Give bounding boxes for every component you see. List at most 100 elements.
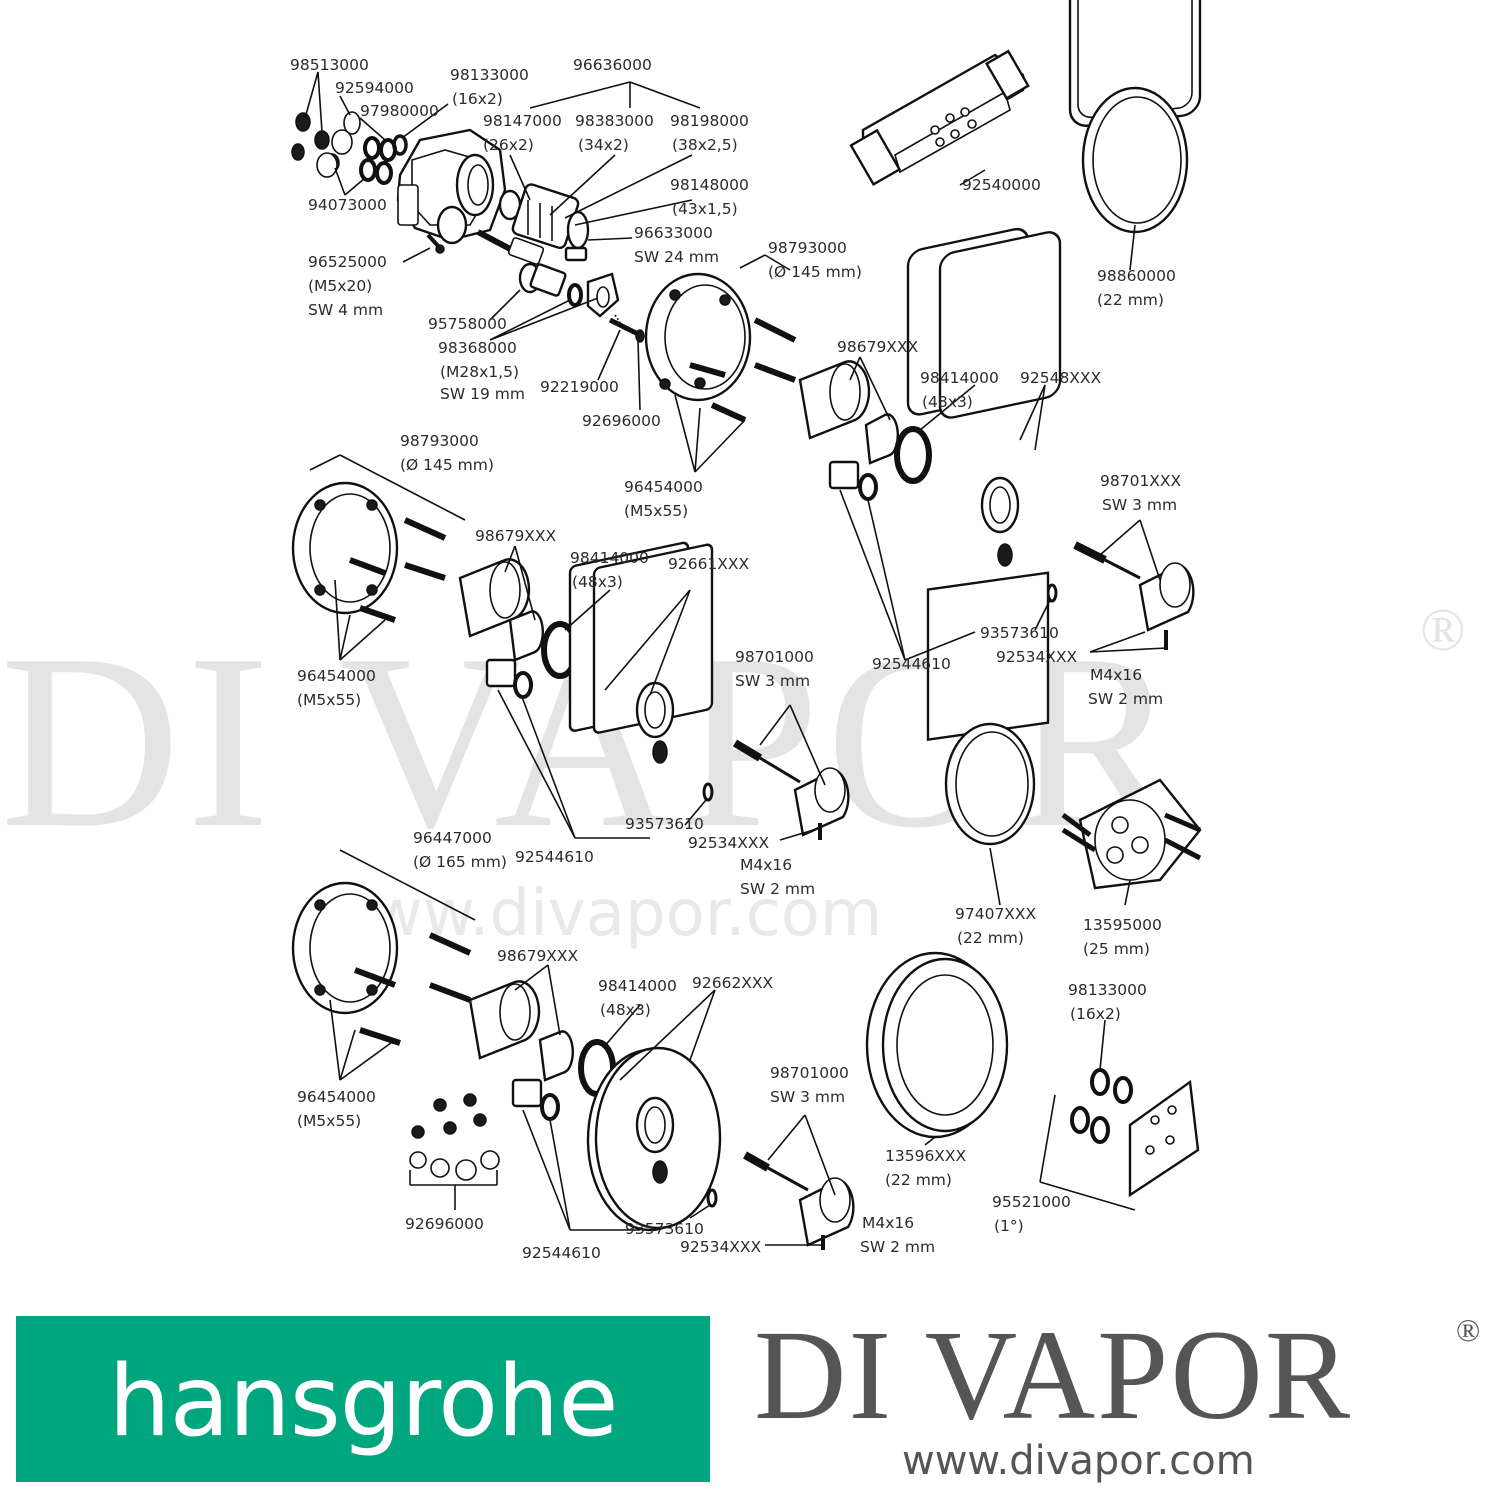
label-13595000: 13595000 bbox=[1083, 916, 1162, 934]
label-95521000-dim: (1°) bbox=[994, 1217, 1024, 1235]
label-s3-92534: 92534XXX bbox=[680, 1238, 762, 1256]
label-97407-dim: (22 mm) bbox=[957, 929, 1024, 947]
label-98133000-top-dim: (16x2) bbox=[452, 90, 503, 108]
label-96636000: 96636000 bbox=[573, 56, 652, 74]
label-s3-98414000: 98414000 bbox=[598, 977, 677, 995]
label-s1-m4x16: M4x16 bbox=[1090, 666, 1142, 684]
hansgrohe-logo-text: hansgrohe bbox=[108, 1345, 618, 1459]
label-92696000-b: 92696000 bbox=[405, 1215, 484, 1233]
round-frame-drawing bbox=[865, 951, 1009, 1139]
label-s1-96454000: 96454000 bbox=[624, 478, 703, 496]
label-98383000: 98383000 bbox=[575, 112, 654, 130]
label-s2-98793000-dim: (Ø 145 mm) bbox=[400, 456, 494, 474]
label-s2-93573610: 93573610 bbox=[625, 815, 704, 833]
label-98133000-b: 98133000 bbox=[1068, 981, 1147, 999]
brand-registered-mark: ® bbox=[1456, 1312, 1481, 1348]
label-s3-98414000-dim: (48x3) bbox=[600, 1001, 651, 1019]
label-13595000-dim: (25 mm) bbox=[1083, 940, 1150, 958]
label-s1-92534: 92534XXX bbox=[996, 648, 1078, 666]
label-13596: 13596XXX bbox=[885, 1147, 967, 1165]
label-s3-96454000-dim: (M5x55) bbox=[297, 1112, 361, 1130]
square-frame-97407-drawing bbox=[926, 571, 1050, 846]
label-s3-98679: 98679XXX bbox=[497, 947, 579, 965]
label-s1-98793000: 98793000 bbox=[768, 239, 847, 257]
label-s1-sw2: SW 2 mm bbox=[1088, 690, 1163, 708]
label-s2-98414000: 98414000 bbox=[570, 549, 649, 567]
hansgrohe-logo: hansgrohe bbox=[16, 1316, 710, 1482]
label-s2-92534: 92534XXX bbox=[688, 834, 770, 852]
label-94073000: 94073000 bbox=[308, 196, 387, 214]
label-97407: 97407XXX bbox=[955, 905, 1037, 923]
label-96633000: 96633000 bbox=[634, 224, 713, 242]
label-s2-sw2: SW 2 mm bbox=[740, 880, 815, 898]
label-s3-96454000: 96454000 bbox=[297, 1088, 376, 1106]
label-s3-92544610: 92544610 bbox=[522, 1244, 601, 1262]
label-13596-dim: (22 mm) bbox=[885, 1171, 952, 1189]
label-s1-93573610: 93573610 bbox=[980, 624, 1059, 642]
label-s1-98701: 98701XXX bbox=[1100, 472, 1182, 490]
label-96633000-dim: SW 24 mm bbox=[634, 248, 719, 266]
label-s1-98793000-dim: (Ø 145 mm) bbox=[768, 263, 862, 281]
label-s2-98679: 98679XXX bbox=[475, 527, 557, 545]
label-s2-96454000: 96454000 bbox=[297, 667, 376, 685]
label-s2-m4x16: M4x16 bbox=[740, 856, 792, 874]
cartridge-assembly-drawing bbox=[291, 111, 645, 343]
label-98198000-dim: (38x2,5) bbox=[672, 136, 738, 154]
label-s3-92662: 92662XXX bbox=[692, 974, 774, 992]
label-s1-92544610: 92544610 bbox=[872, 655, 951, 673]
label-98198000: 98198000 bbox=[670, 112, 749, 130]
label-92219000: 92219000 bbox=[540, 378, 619, 396]
label-96525000-dim: (M5x20) bbox=[308, 277, 372, 295]
mounting-bracket-drawing bbox=[849, 49, 1030, 187]
label-98148000-dim: (43x1,5) bbox=[672, 200, 738, 218]
square-trim-set-drawing bbox=[644, 227, 1195, 650]
label-s2-98701000: 98701000 bbox=[735, 648, 814, 666]
label-s3-96447000: 96447000 bbox=[413, 829, 492, 847]
label-s2-96454000-dim: (M5x55) bbox=[297, 691, 361, 709]
label-98383000-dim: (34x2) bbox=[578, 136, 629, 154]
label-98368000-dim: (M28x1,5) bbox=[440, 363, 519, 381]
label-98133000-b-dim: (16x2) bbox=[1070, 1005, 1121, 1023]
watermark-registered: ® bbox=[1420, 597, 1466, 663]
watermark-url: www.divapor.com bbox=[318, 877, 882, 951]
label-s3-96447000-dim: (Ø 165 mm) bbox=[413, 853, 507, 871]
label-s2-92661: 92661XXX bbox=[668, 555, 750, 573]
label-s1-98679: 98679XXX bbox=[837, 338, 919, 356]
label-s1-98701-sw: SW 3 mm bbox=[1102, 496, 1177, 514]
label-s1-98414000: 98414000 bbox=[920, 369, 999, 387]
part-labels: 98513000 92594000 97980000 94073000 9813… bbox=[290, 56, 1182, 1262]
watermark: DI VAPOR ® www.divapor.com bbox=[0, 597, 1466, 951]
label-92696000-a: 92696000 bbox=[582, 412, 661, 430]
square-frame-drawing bbox=[1068, 0, 1202, 234]
label-92540000: 92540000 bbox=[962, 176, 1041, 194]
mounting-plate-drawing bbox=[1070, 1068, 1200, 1198]
label-s1-96454000-dim: (M5x55) bbox=[624, 502, 688, 520]
label-s3-98701000: 98701000 bbox=[770, 1064, 849, 1082]
extension-set-drawing bbox=[1061, 778, 1202, 890]
round-trim-set-drawing bbox=[291, 881, 855, 1250]
label-95758000: 95758000 bbox=[428, 315, 507, 333]
brand-name: DI VAPOR bbox=[754, 1304, 1353, 1446]
label-98860000: 98860000 bbox=[1097, 267, 1176, 285]
label-s3-sw2: SW 2 mm bbox=[860, 1238, 935, 1256]
label-s2-98701000-sw: SW 3 mm bbox=[735, 672, 810, 690]
label-98860000-dim: (22 mm) bbox=[1097, 291, 1164, 309]
label-92594000: 92594000 bbox=[335, 79, 414, 97]
label-s2-98414000-dim: (48x3) bbox=[572, 573, 623, 591]
label-98368000: 98368000 bbox=[438, 339, 517, 357]
label-98147000-dim: (26x2) bbox=[483, 136, 534, 154]
label-96525000-sw: SW 4 mm bbox=[308, 301, 383, 319]
label-96525000: 96525000 bbox=[308, 253, 387, 271]
label-s3-m4x16: M4x16 bbox=[862, 1214, 914, 1232]
label-97980000: 97980000 bbox=[360, 102, 439, 120]
label-s2-98793000: 98793000 bbox=[400, 432, 479, 450]
label-s3-93573610: 93573610 bbox=[625, 1220, 704, 1238]
divapor-brand: DI VAPOR ® www.divapor.com bbox=[750, 1300, 1490, 1500]
label-98148000: 98148000 bbox=[670, 176, 749, 194]
leader-lines bbox=[304, 71, 1167, 1246]
label-s2-92544610: 92544610 bbox=[515, 848, 594, 866]
label-98133000-top: 98133000 bbox=[450, 66, 529, 84]
label-98368000-sw: SW 19 mm bbox=[440, 385, 525, 403]
caps-set-drawing bbox=[409, 1093, 500, 1210]
